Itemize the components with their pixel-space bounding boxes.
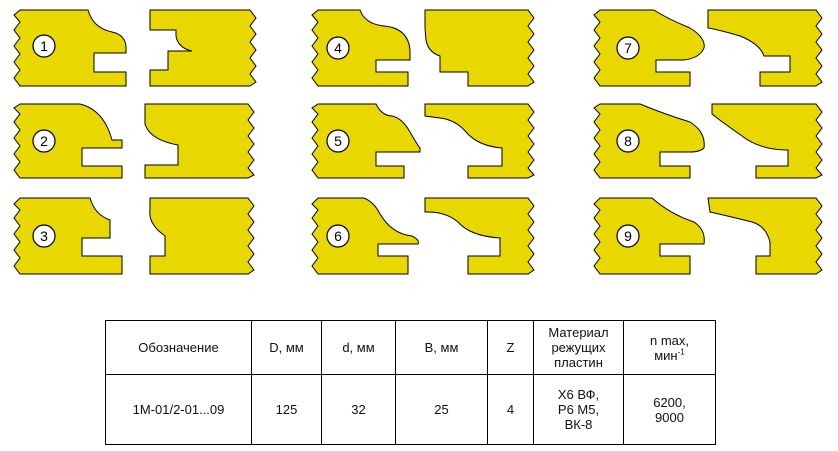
profile-4-marker xyxy=(326,36,350,60)
cell-B: 25 xyxy=(395,374,488,445)
header-nmax-exponent: -1 xyxy=(677,347,685,357)
cell-nmax-line2: 9000 xyxy=(655,409,684,425)
profile-6-marker xyxy=(326,224,350,248)
header-d: d, мм xyxy=(321,320,396,375)
profile-2-marker xyxy=(32,129,56,153)
profile-2-number: 2 xyxy=(40,133,48,149)
cell-material: Х6 ВФ, Р6 М5, ВК-8 xyxy=(533,374,624,445)
profile-1: 1 xyxy=(13,9,257,87)
cell-Z: 4 xyxy=(487,374,534,445)
header-material: Материал режущих пластин xyxy=(533,320,624,375)
profile-9-workpiece xyxy=(707,197,823,275)
profile-2-workpiece xyxy=(144,103,255,179)
profile-9-tool xyxy=(593,197,705,275)
profile-2-tool xyxy=(13,103,123,179)
profile-6-workpiece xyxy=(424,197,535,275)
profile-3-tool xyxy=(13,197,123,275)
profile-1-number: 1 xyxy=(40,38,48,54)
profile-8: 8 xyxy=(593,103,823,179)
profile-9-number: 9 xyxy=(624,228,632,244)
profile-7-workpiece xyxy=(707,9,823,87)
profile-4: 4 xyxy=(311,9,535,87)
cell-d: 32 xyxy=(321,374,396,445)
profile-6-number: 6 xyxy=(334,228,342,244)
profile-diagram: 1 2 3 4 5 6 7 xyxy=(13,9,823,275)
profile-7-marker xyxy=(616,36,640,60)
header-material-line3: пластин xyxy=(554,355,603,370)
profile-5: 5 xyxy=(311,103,535,179)
profile-7-tool xyxy=(593,9,705,87)
profile-3: 3 xyxy=(13,197,255,275)
profile-4-workpiece xyxy=(424,9,535,87)
cell-material-line3: ВК-8 xyxy=(564,417,593,432)
cell-material-line1: Х6 ВФ, xyxy=(557,387,600,402)
profile-7: 7 xyxy=(593,9,823,87)
profile-5-workpiece xyxy=(424,103,535,179)
profile-5-number: 5 xyxy=(334,133,342,149)
profile-4-number: 4 xyxy=(334,40,342,56)
header-nmax-line1: n max, xyxy=(649,332,689,348)
table-header-row: Обозначение D, мм d, мм B, мм Z Материал… xyxy=(105,320,716,375)
profile-9: 9 xyxy=(593,197,823,275)
profile-3-marker xyxy=(32,224,56,248)
profile-2: 2 xyxy=(13,103,255,179)
profile-1-marker xyxy=(32,34,56,58)
profile-1-tool xyxy=(13,9,127,87)
cell-nmax: 6200, 9000 xyxy=(623,374,716,445)
profile-3-workpiece xyxy=(149,197,255,275)
profile-5-marker xyxy=(326,129,350,153)
profile-8-tool xyxy=(593,103,705,179)
header-designation: Обозначение xyxy=(105,320,252,375)
profile-3-number: 3 xyxy=(40,228,48,244)
profile-9-marker xyxy=(616,224,640,248)
profile-5-tool xyxy=(311,103,421,179)
cell-material-line2: Р6 М5, xyxy=(557,402,600,417)
header-nmax: n max, мин-1 xyxy=(623,320,716,375)
header-Z: Z xyxy=(487,320,534,375)
cell-designation: 1М-01/2-01...09 xyxy=(105,374,252,445)
profile-8-workpiece xyxy=(711,103,823,179)
profile-8-marker xyxy=(616,129,640,153)
profile-6-tool xyxy=(311,197,419,275)
spec-table: Обозначение D, мм d, мм B, мм Z Материал… xyxy=(105,320,716,445)
profile-6: 6 xyxy=(311,197,535,275)
cell-D: 125 xyxy=(251,374,322,445)
profile-8-number: 8 xyxy=(624,133,632,149)
header-material-line2: режущих xyxy=(551,340,606,355)
header-nmax-unit: мин xyxy=(654,347,678,363)
table-row: 1М-01/2-01...09 125 32 25 4 Х6 ВФ, Р6 М5… xyxy=(105,374,716,445)
profile-4-tool xyxy=(311,9,411,87)
header-material-line1: Материал xyxy=(548,325,609,340)
cell-nmax-line1: 6200, xyxy=(653,394,686,410)
header-D: D, мм xyxy=(251,320,322,375)
profile-7-number: 7 xyxy=(624,40,632,56)
header-B: B, мм xyxy=(395,320,488,375)
profile-1-workpiece xyxy=(149,9,257,87)
